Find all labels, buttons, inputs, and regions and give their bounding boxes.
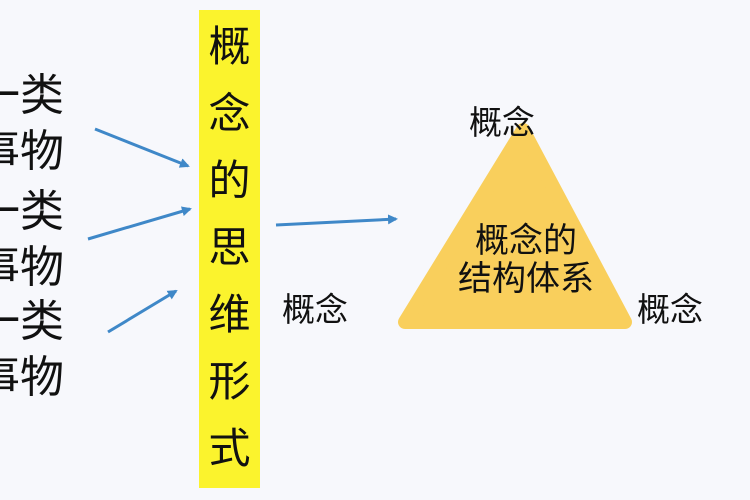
arrow-thing-1-to-concept bbox=[94, 127, 190, 168]
center-char-5: 维 bbox=[208, 290, 251, 339]
thing-label-3: 一类 事物 bbox=[0, 296, 64, 403]
triangle-inner-text: 概念的 结构体系 bbox=[458, 221, 594, 299]
center-char-1: 概 bbox=[208, 22, 251, 71]
center-char-3: 的 bbox=[208, 156, 251, 205]
thing-label-2: 一类 事物 bbox=[0, 186, 64, 293]
center-char-7: 式 bbox=[208, 424, 251, 473]
concept-triangle bbox=[398, 123, 632, 329]
triangle-left-label: 概念 bbox=[282, 290, 348, 329]
center-char-6: 形 bbox=[208, 357, 251, 406]
concept-thinking-form-box: 概 念 的 思 维 形 式 bbox=[199, 10, 260, 488]
arrow-concept-to-triangle bbox=[275, 214, 398, 227]
triangle-right-label: 概念 bbox=[637, 290, 703, 329]
center-char-4: 思 bbox=[208, 223, 251, 272]
center-char-2: 念 bbox=[208, 89, 251, 138]
thing-label-1: 一类 事物 bbox=[0, 70, 64, 177]
triangle-top-label: 概念 bbox=[469, 103, 535, 142]
arrow-thing-2-to-concept bbox=[87, 206, 192, 241]
arrow-thing-3-to-concept bbox=[107, 289, 178, 334]
